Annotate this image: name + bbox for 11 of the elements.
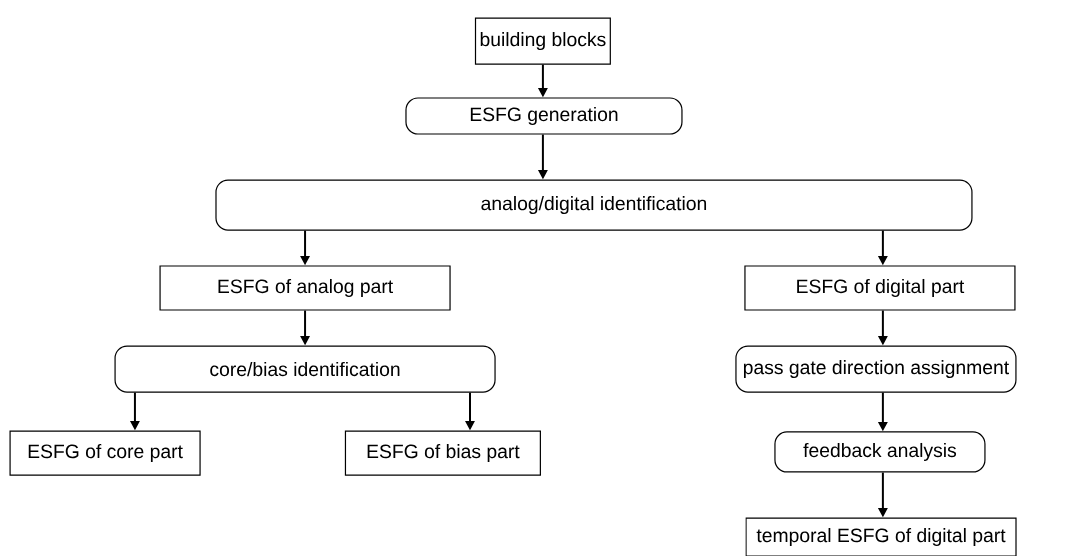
- process-box: building blocks: [474, 17, 611, 65]
- process-box: ESFG of analog part: [159, 265, 451, 311]
- rounded-process-box: core/bias identification: [114, 345, 496, 393]
- process-box: ESFG of bias part: [344, 430, 541, 476]
- rounded-process-box: feedback analysis: [774, 431, 986, 473]
- rounded-process-box: ESFG generation: [405, 97, 683, 135]
- rounded-process-box: pass gate direction assignment: [735, 345, 1017, 393]
- process-box: temporal ESFG of digital part: [745, 517, 1017, 556]
- process-box: ESFG of digital part: [744, 265, 1016, 311]
- process-box: ESFG of core part: [9, 430, 201, 476]
- rounded-process-box: analog/digital identification: [215, 179, 973, 231]
